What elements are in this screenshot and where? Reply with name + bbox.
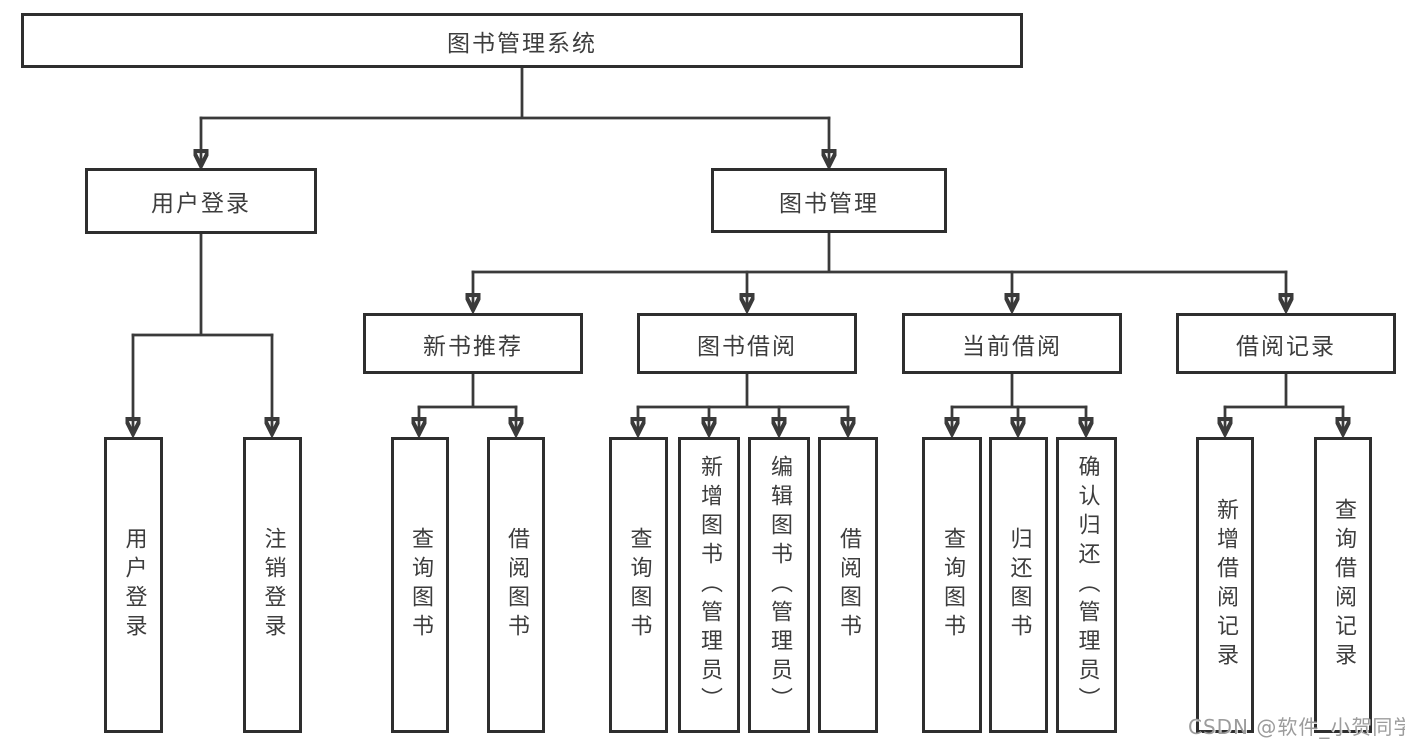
node-label: 查询图书 xyxy=(940,527,965,643)
node-leaf-borrow-books-2: 借阅图书 xyxy=(818,437,878,733)
node-label: 图书管理系统 xyxy=(447,30,597,57)
node-leaf-add-book-admin: 新增图书（管理员） xyxy=(678,437,740,733)
node-label: 新书推荐 xyxy=(423,333,523,360)
node-label: 确认归还（管理员） xyxy=(1074,454,1100,716)
node-leaf-confirm-return-admin: 确认归还（管理员） xyxy=(1056,437,1117,733)
node-book-management: 图书管理 xyxy=(711,168,947,233)
node-label: 查询借阅记录 xyxy=(1331,498,1356,672)
node-leaf-query-books-2: 查询图书 xyxy=(609,437,668,733)
node-label: 图书管理 xyxy=(779,190,879,217)
node-label: 新增借阅记录 xyxy=(1213,498,1238,672)
node-label: 当前借阅 xyxy=(962,333,1062,360)
node-current-borrow: 当前借阅 xyxy=(902,313,1122,374)
node-label: 查询图书 xyxy=(408,527,433,643)
watermark-text: CSDN @软件_小贺同学 xyxy=(1188,715,1405,739)
node-new-book-recommend: 新书推荐 xyxy=(363,313,583,374)
node-leaf-query-borrow-record: 查询借阅记录 xyxy=(1314,437,1372,733)
node-library-system: 图书管理系统 xyxy=(21,13,1023,68)
node-leaf-user-login: 用户登录 xyxy=(104,437,163,733)
node-borrow-records: 借阅记录 xyxy=(1176,313,1396,374)
node-leaf-return-books: 归还图书 xyxy=(989,437,1048,733)
node-label: 借阅图书 xyxy=(504,527,529,643)
node-leaf-edit-book-admin: 编辑图书（管理员） xyxy=(748,437,810,733)
node-label: 新增图书（管理员） xyxy=(697,454,722,716)
node-user-login: 用户登录 xyxy=(85,168,317,234)
node-label: 用户登录 xyxy=(151,191,251,217)
node-label: 编辑图书（管理员） xyxy=(767,454,792,716)
node-label: 查询图书 xyxy=(626,527,652,643)
node-leaf-add-borrow-record: 新增借阅记录 xyxy=(1196,437,1254,733)
node-label: 用户登录 xyxy=(121,527,147,643)
node-label: 借阅记录 xyxy=(1236,333,1336,360)
node-leaf-query-books-1: 查询图书 xyxy=(391,437,449,733)
node-leaf-query-books-3: 查询图书 xyxy=(922,437,982,733)
node-leaf-logout: 注销登录 xyxy=(243,437,302,733)
node-label: 归还图书 xyxy=(1006,527,1032,643)
node-label: 借阅图书 xyxy=(836,527,861,643)
node-label: 图书借阅 xyxy=(697,333,797,360)
node-label: 注销登录 xyxy=(260,527,286,643)
node-leaf-borrow-books-1: 借阅图书 xyxy=(487,437,545,733)
node-book-borrow: 图书借阅 xyxy=(637,313,857,374)
